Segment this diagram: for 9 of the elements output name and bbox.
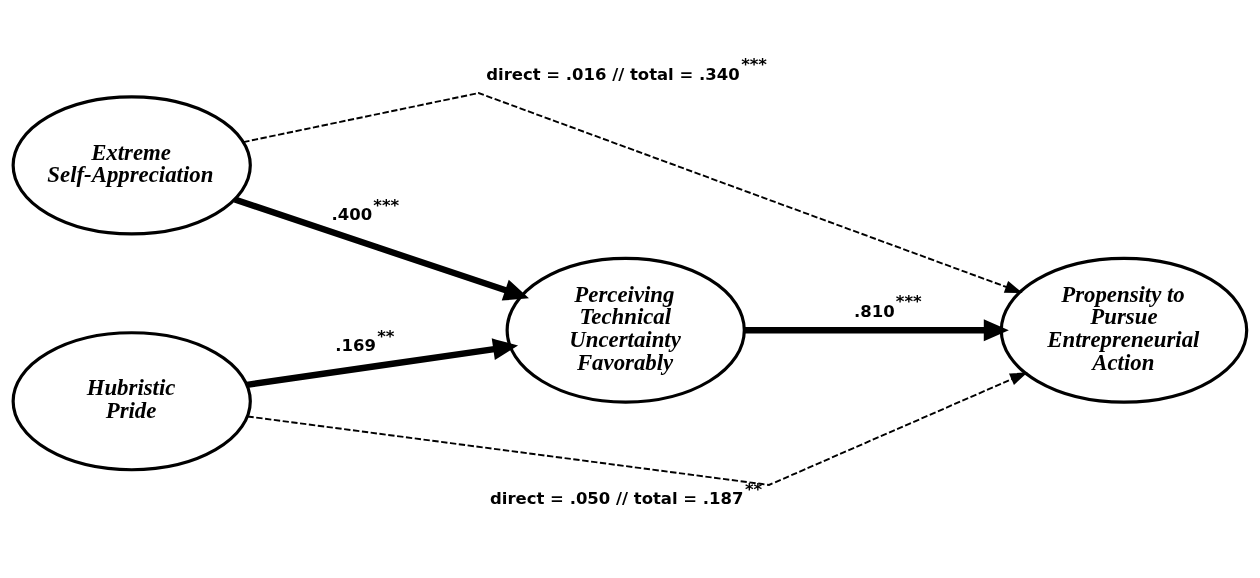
arrow <box>246 338 519 388</box>
node-ellipse: Perceiving Technical Uncertainty Favorably <box>505 256 746 404</box>
arrow <box>233 196 529 301</box>
node-ellipse: Propensity to Pursue Entrepreneurial Action <box>999 256 1249 404</box>
node-ellipse: Extreme Self-Appreciation <box>11 95 252 236</box>
arrow <box>242 92 1023 293</box>
arrow <box>246 372 1028 486</box>
arrow <box>744 319 1009 342</box>
node-ellipse: Hubristic Pride <box>11 331 252 472</box>
